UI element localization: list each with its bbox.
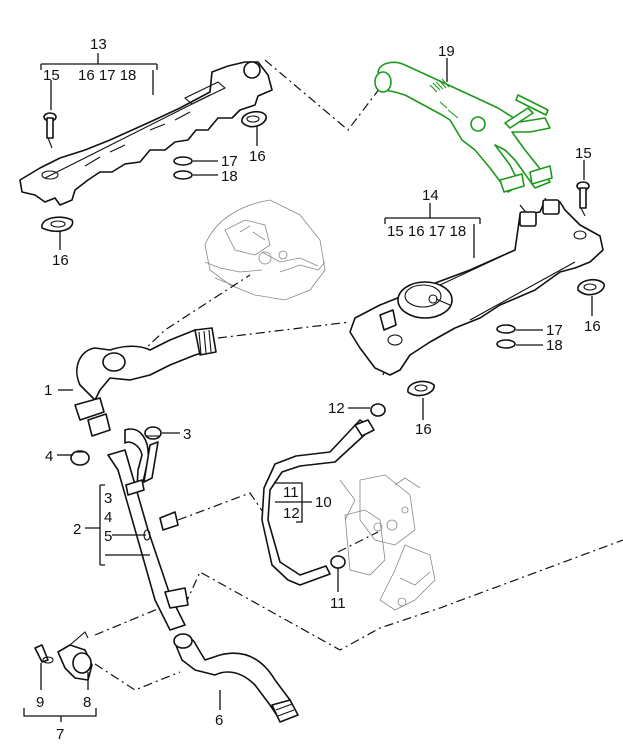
part-15-screw-left[interactable] (43, 112, 57, 149)
part-16-grommet-top-left[interactable] (241, 110, 267, 128)
callout-14[interactable]: 14 (422, 187, 439, 204)
callout-2-sub-5[interactable]: 5 (104, 528, 112, 545)
callout-9[interactable]: 9 (36, 694, 44, 711)
part-8-bracket[interactable] (57, 631, 93, 681)
callout-10[interactable]: 10 (315, 494, 332, 511)
part-16-grommet-middle[interactable] (407, 380, 435, 397)
callout-6[interactable]: 6 (215, 712, 223, 729)
callout-18-right[interactable]: 18 (546, 337, 563, 354)
callout-2-sub-3[interactable]: 3 (104, 490, 112, 507)
part-13-left-cover[interactable] (19, 61, 273, 206)
callout-2[interactable]: 2 (73, 521, 81, 538)
part-9-clip[interactable] (34, 644, 54, 664)
callout-16-middle[interactable]: 16 (415, 421, 432, 438)
part-14-right-cover[interactable] (349, 199, 604, 376)
part-11-clamp[interactable] (330, 555, 346, 569)
callout-1[interactable]: 1 (44, 382, 52, 399)
part-3-clamp[interactable] (144, 426, 162, 440)
callout-10-sub-11[interactable]: 11 (283, 484, 299, 501)
callout-3[interactable]: 3 (183, 426, 191, 443)
callout-13-sub-15[interactable]: 15 (43, 67, 60, 84)
engine-block-ghost-upper (204, 199, 326, 301)
callout-2-sub-4[interactable]: 4 (104, 509, 112, 526)
callout-4[interactable]: 4 (45, 448, 53, 465)
callout-13[interactable]: 13 (90, 36, 107, 53)
callout-17-right[interactable]: 17 (546, 322, 563, 339)
callout-11[interactable]: 11 (330, 595, 346, 612)
part-4-clamp[interactable] (70, 450, 90, 466)
part-18-seal-left[interactable] (173, 170, 193, 180)
callout-17-left[interactable]: 17 (221, 153, 238, 170)
callout-18-left[interactable]: 18 (221, 168, 238, 185)
part-17-seal-right[interactable] (496, 324, 516, 334)
callout-13-sub-16-17-18[interactable]: 16 17 18 (78, 67, 136, 84)
part-12-clamp[interactable] (370, 403, 386, 417)
part-1-breather-hose[interactable] (74, 327, 217, 437)
part-17-seal-left[interactable] (173, 156, 193, 166)
part-10-small-hose[interactable] (261, 419, 375, 586)
part-16-grommet-bottom-left[interactable] (41, 216, 74, 233)
engine-mount-ghost-lower (339, 474, 436, 611)
leader-lines (23, 53, 593, 722)
callout-14-sub[interactable]: 15 16 17 18 (387, 223, 466, 240)
part-6-lower-hose[interactable] (173, 633, 299, 723)
part-2-vent-pipe[interactable] (107, 428, 189, 631)
callout-15-right[interactable]: 15 (575, 145, 592, 162)
callout-19[interactable]: 19 (438, 43, 455, 60)
part-18-seal-right[interactable] (496, 339, 516, 349)
callout-16-right[interactable]: 16 (584, 318, 601, 335)
callout-16-top-left[interactable]: 16 (249, 148, 266, 165)
callout-12[interactable]: 12 (328, 400, 345, 417)
callout-10-sub-12[interactable]: 12 (283, 505, 300, 522)
part-19-y-pipe[interactable] (374, 61, 553, 193)
callout-7[interactable]: 7 (56, 726, 64, 743)
part-15-screw-right[interactable] (576, 181, 590, 217)
part-16-grommet-right[interactable] (577, 278, 605, 296)
callout-16-bottom-left[interactable]: 16 (52, 252, 69, 269)
callout-8[interactable]: 8 (83, 694, 91, 711)
callout-labels: 13 15 16 17 18 16 17 18 16 19 15 14 15 1… (36, 36, 601, 743)
